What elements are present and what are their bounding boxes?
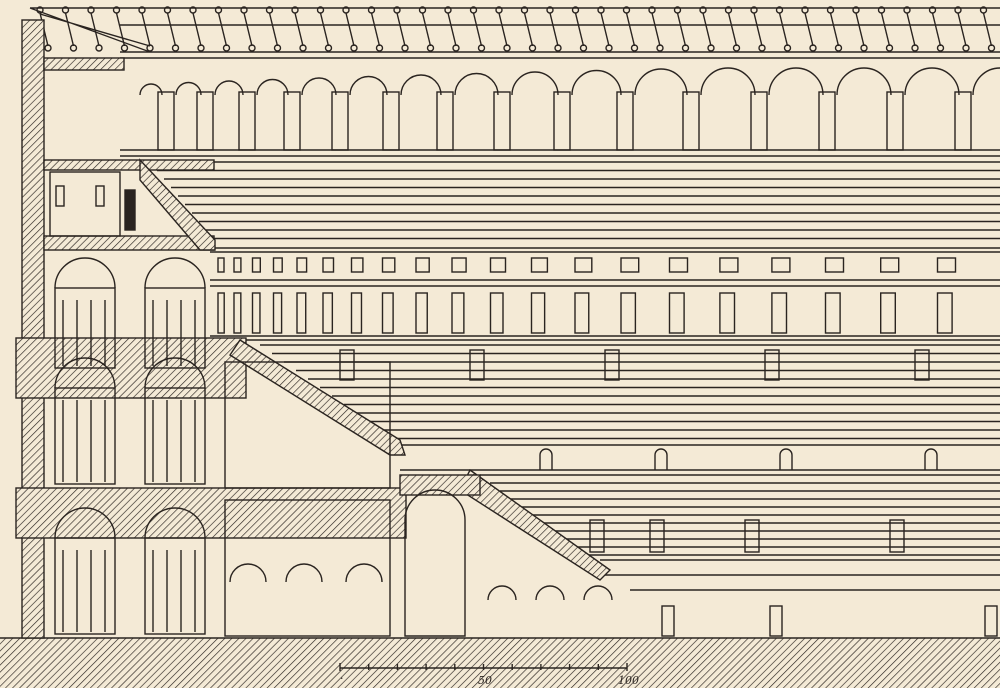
upper-window-row bbox=[217, 257, 957, 273]
ground-hatch bbox=[0, 638, 1000, 688]
scale-left-mark: · bbox=[340, 672, 344, 685]
scale-label-100: 100 bbox=[618, 674, 639, 687]
lower-window-row bbox=[217, 292, 953, 334]
lower-seating-tiers bbox=[480, 474, 1000, 556]
scale-label-50: 50 bbox=[478, 674, 492, 687]
upper-seating-tiers bbox=[150, 161, 1000, 240]
vomitoria-arches bbox=[539, 448, 938, 470]
middle-seating-tiers bbox=[260, 344, 1000, 440]
velarium-masts bbox=[36, 6, 996, 52]
scale-bar bbox=[339, 663, 628, 671]
podium-doors bbox=[661, 605, 998, 637]
statue-niche bbox=[124, 189, 136, 231]
outer-arched-bays bbox=[54, 257, 206, 635]
top-colonnade bbox=[139, 67, 1000, 151]
